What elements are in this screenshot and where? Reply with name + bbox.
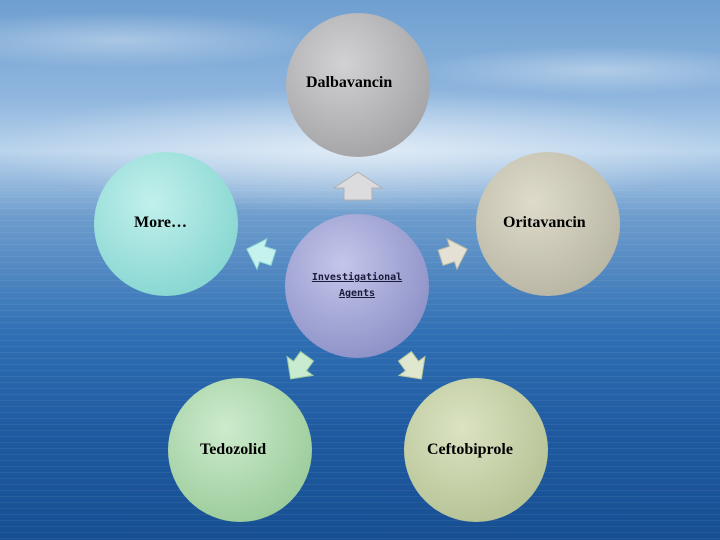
node-tedozolid-label: Tedozolid [200, 441, 267, 458]
node-oritavancin-label: Oritavancin [503, 214, 586, 231]
center-node-circle[interactable] [285, 214, 429, 358]
node-dalbavancin-label: Dalbavancin [306, 74, 393, 91]
center-node-label: Investigational Agents [292, 270, 422, 302]
center-label-line1: Investigational [311, 272, 403, 283]
node-more-label: More… [134, 214, 188, 231]
arrow-more [246, 237, 277, 271]
node-ceftobiprole-label: Ceftobiprole [427, 441, 513, 458]
arrow-up-dalbavancin [332, 171, 384, 201]
arrow-ceftobiprole [397, 350, 426, 380]
node-tedozolid-circle[interactable] [168, 378, 312, 522]
node-oritavancin-circle[interactable] [476, 152, 620, 296]
node-more-circle[interactable] [94, 152, 238, 296]
arrow-tedozolid [286, 350, 315, 380]
node-ceftobiprole-circle[interactable] [404, 378, 548, 522]
arrow-oritavancin [437, 237, 468, 271]
node-dalbavancin-circle[interactable] [286, 13, 430, 157]
center-label-line2: Agents [338, 288, 376, 299]
